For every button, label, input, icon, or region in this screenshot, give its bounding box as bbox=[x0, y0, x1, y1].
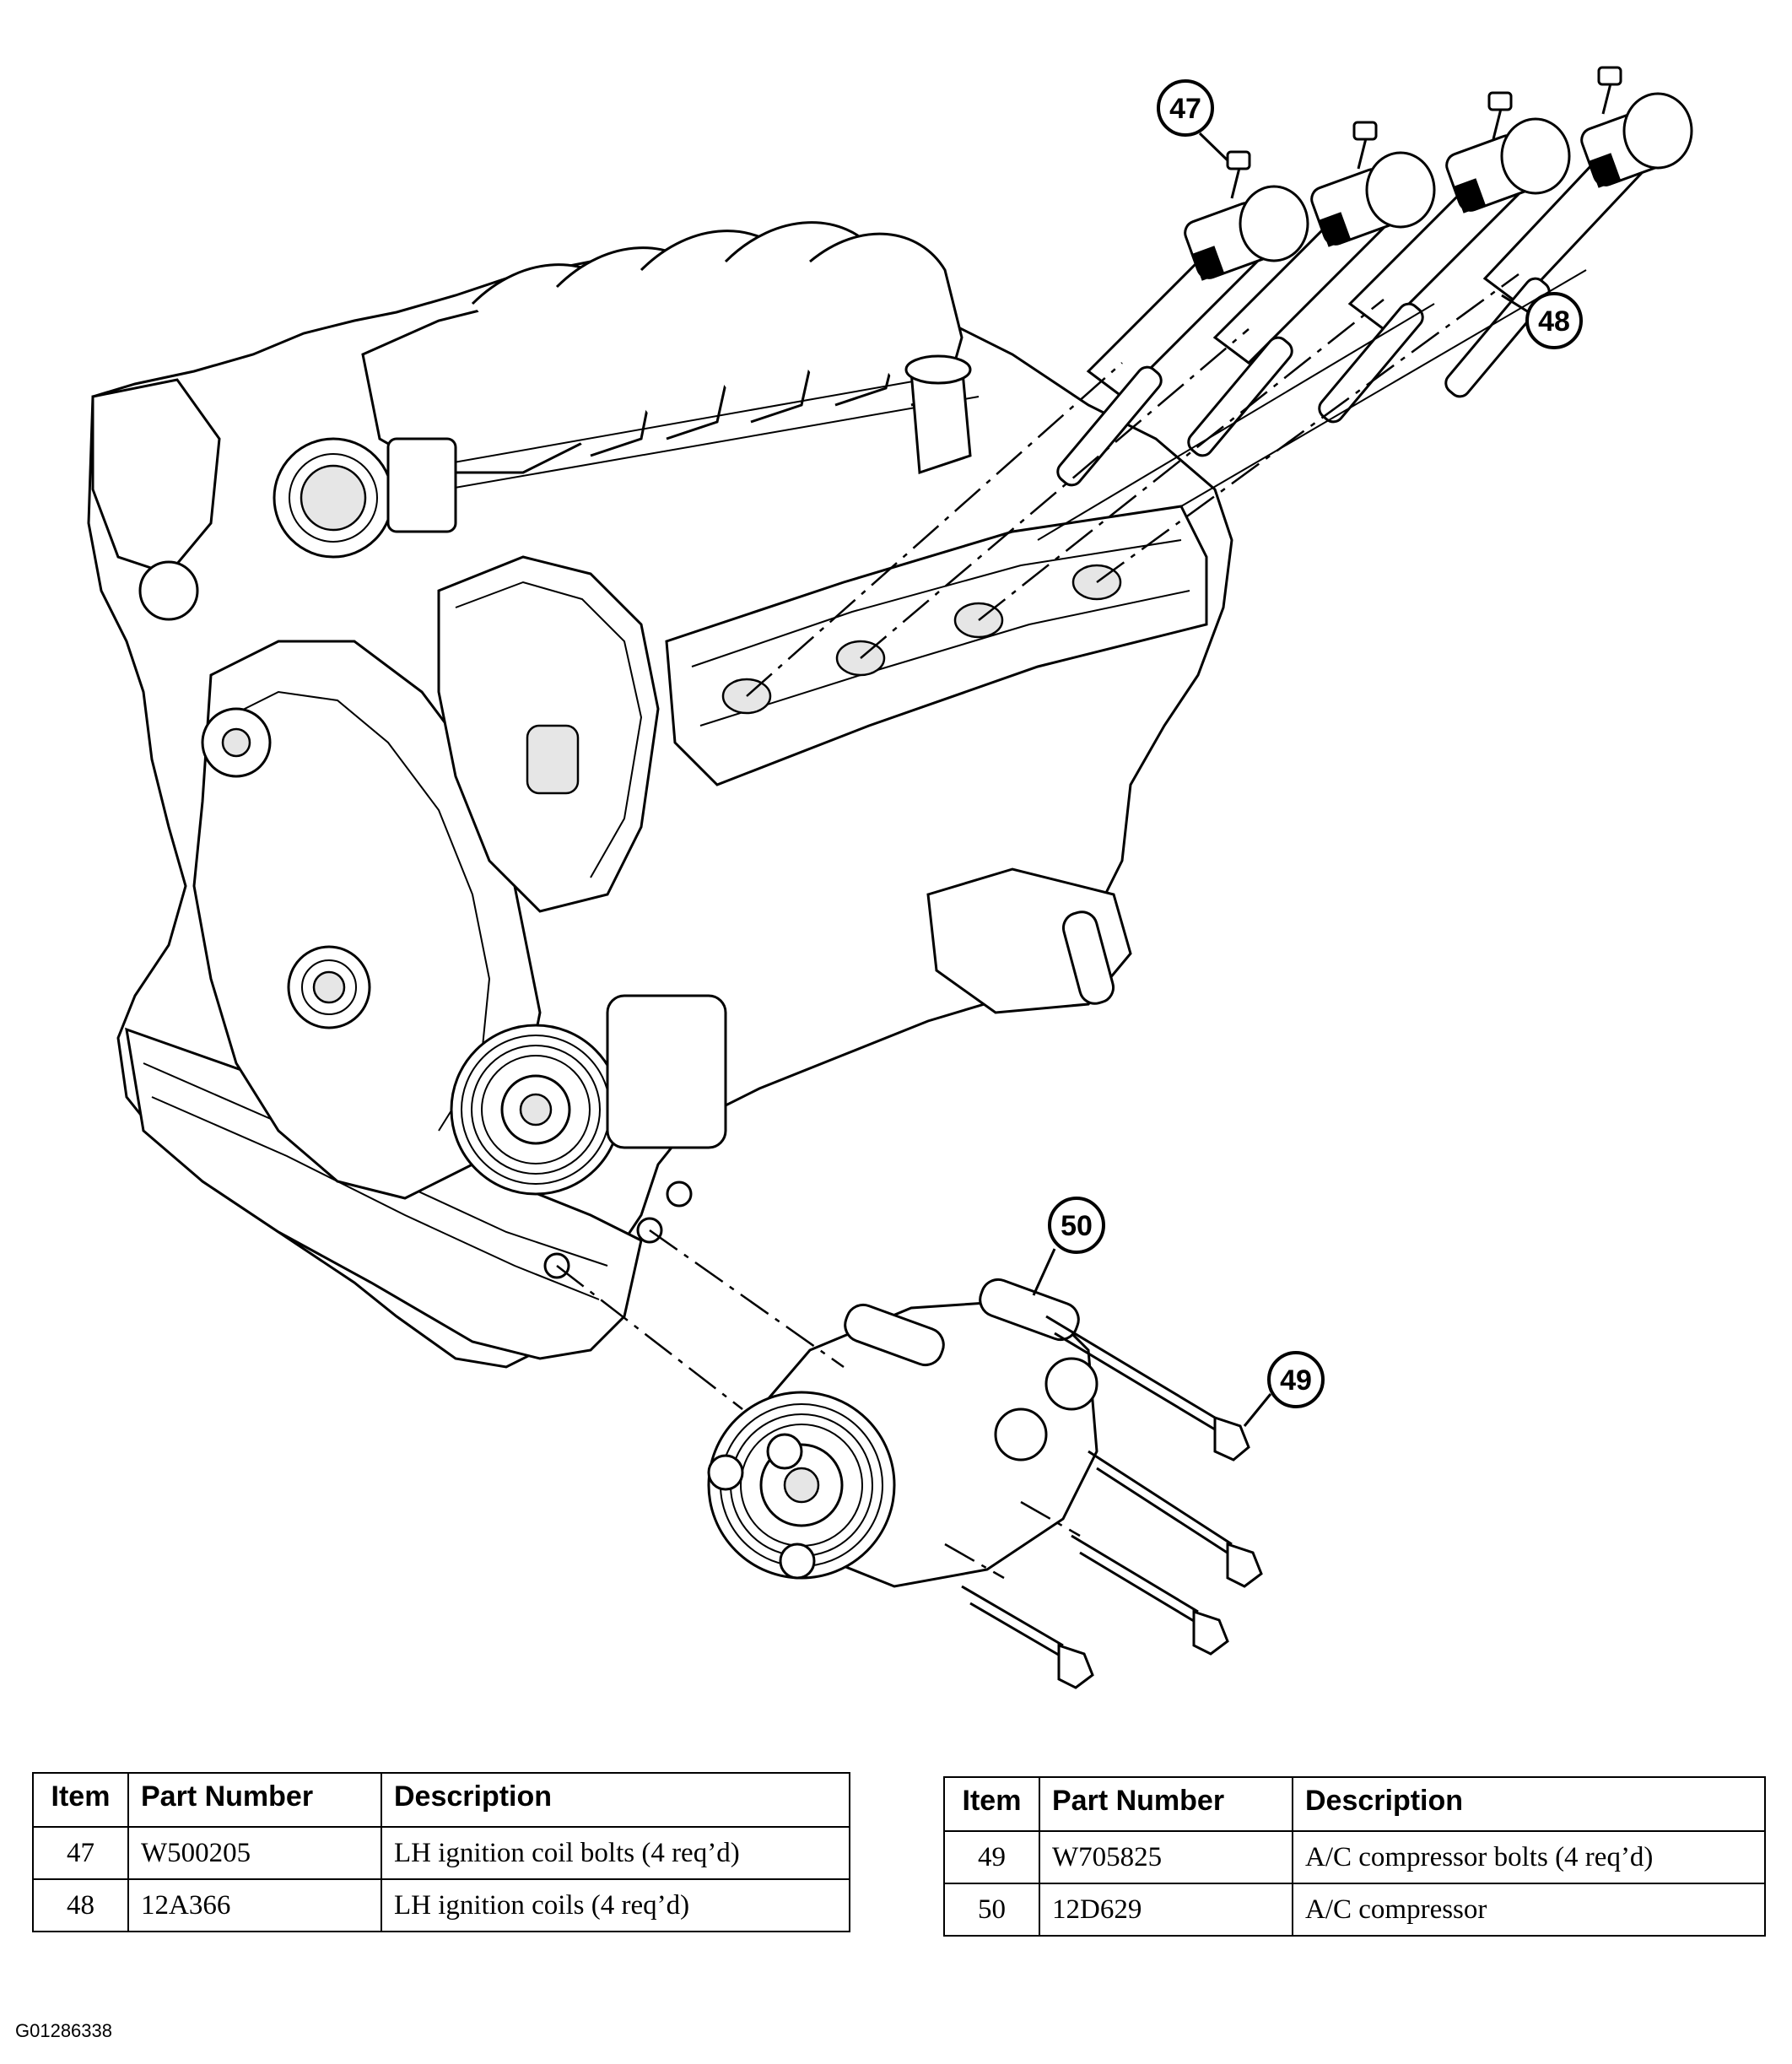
table-row: 50 12D629 A/C compressor bbox=[943, 1883, 1766, 1937]
callout-47-label: 47 bbox=[1169, 93, 1201, 125]
cell-part-number: 12D629 bbox=[1039, 1883, 1293, 1937]
cell-part-number: W705825 bbox=[1039, 1830, 1293, 1884]
table-row: 49 W705825 A/C compressor bolts (4 req’d… bbox=[943, 1830, 1766, 1884]
cell-item: 47 bbox=[32, 1826, 129, 1880]
intake-manifold bbox=[361, 221, 980, 499]
cell-part-number: W500205 bbox=[127, 1826, 382, 1880]
cell-description: LH ignition coils (4 req’d) bbox=[381, 1878, 850, 1932]
pump-pulley bbox=[450, 994, 727, 1196]
table-header-row: Item Part Number Description bbox=[32, 1772, 850, 1828]
cell-description: A/C compressor bolts (4 req’d) bbox=[1292, 1830, 1766, 1884]
callout-50: 50 bbox=[1032, 1197, 1105, 1296]
cell-item: 49 bbox=[943, 1830, 1040, 1884]
callout-50-label: 50 bbox=[1061, 1210, 1093, 1242]
callout-49-label: 49 bbox=[1280, 1364, 1312, 1397]
parts-table-left: Item Part Number Description 47 W500205 … bbox=[32, 1772, 850, 1932]
throttle-body bbox=[273, 437, 457, 559]
header-item: Item bbox=[32, 1772, 129, 1828]
cell-description: LH ignition coil bolts (4 req’d) bbox=[381, 1826, 850, 1880]
ac-compressor bbox=[707, 1278, 1098, 1588]
cell-item: 48 bbox=[32, 1878, 129, 1932]
table-header-row: Item Part Number Description bbox=[943, 1776, 1766, 1832]
exploded-view-illustration: 47 48 49 50 bbox=[87, 66, 1693, 1689]
figure-id: G01286338 bbox=[15, 2020, 112, 2041]
compressor-centerlines bbox=[556, 1229, 1081, 1580]
engine-assembly bbox=[87, 221, 1233, 1369]
parts-table-right: Item Part Number Description 49 W705825 … bbox=[943, 1776, 1766, 1937]
callout-48: 48 bbox=[1501, 292, 1583, 349]
cell-part-number: 12A366 bbox=[127, 1878, 382, 1932]
table-row: 48 12A366 LH ignition coils (4 req’d) bbox=[32, 1878, 850, 1932]
header-description: Description bbox=[1292, 1776, 1766, 1832]
header-description: Description bbox=[381, 1772, 850, 1828]
cell-item: 50 bbox=[943, 1883, 1040, 1937]
compressor-bolts bbox=[961, 1315, 1263, 1689]
callout-47: 47 bbox=[1157, 79, 1229, 162]
coil-centerlines bbox=[746, 269, 1587, 697]
table-row: 47 W500205 LH ignition coil bolts (4 req… bbox=[32, 1826, 850, 1880]
header-part-number: Part Number bbox=[127, 1772, 382, 1828]
coil-bolts bbox=[1226, 66, 1622, 199]
cell-description: A/C compressor bbox=[1292, 1883, 1766, 1937]
callout-48-label: 48 bbox=[1538, 305, 1570, 338]
header-part-number: Part Number bbox=[1039, 1776, 1293, 1832]
header-item: Item bbox=[943, 1776, 1040, 1832]
ignition-coils bbox=[1056, 92, 1693, 487]
callout-49: 49 bbox=[1243, 1351, 1325, 1427]
